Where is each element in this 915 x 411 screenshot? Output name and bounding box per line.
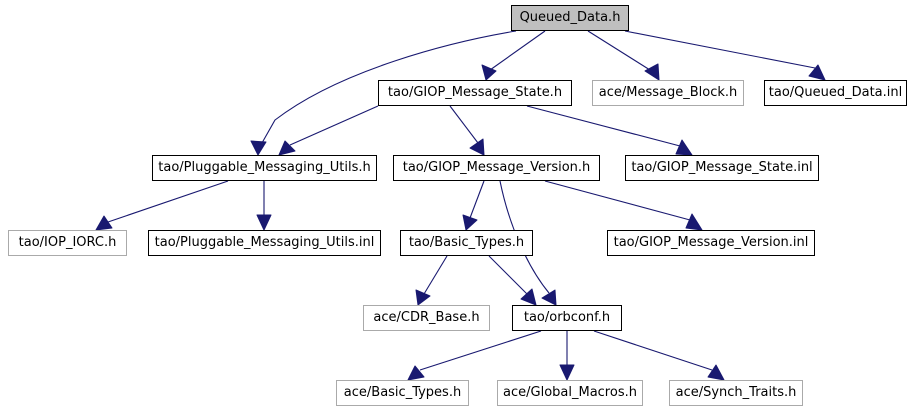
node-queued_data_h[interactable]: Queued_Data.h [511,5,629,31]
node-label-ace_global_macros_h: ace/Global_Macros.h [503,385,637,400]
edge-queued_data_h-to-ace_message_block_h [587,30,651,71]
edge-queued_data_h-to-queued_data_inl [624,30,816,69]
node-ace_basic_types_h[interactable]: ace/Basic_Types.h [336,380,469,406]
node-giop_message_version_inl[interactable]: tao/GIOP_Message_Version.inl [607,230,815,256]
arrowhead-giop_message_state_h [481,64,497,81]
node-label-ace_cdr_base_h: ace/CDR_Base.h [373,310,480,325]
node-label-pluggable_msg_utils_h: tao/Pluggable_Messaging_Utils.h [158,160,371,175]
edge-giop_message_state_h-to-pluggable_msg_utils_h [289,105,379,146]
node-label-giop_message_state_h: tao/GIOP_Message_State.h [387,85,563,100]
node-label-giop_message_version_inl: tao/GIOP_Message_Version.inl [613,235,809,250]
arrowhead-giop_message_version_h [469,138,485,156]
node-ace_message_block_h[interactable]: ace/Message_Block.h [592,80,744,106]
node-ace_cdr_base_h[interactable]: ace/CDR_Base.h [363,305,490,331]
edge-orbconf_h-to-ace_basic_types_h [419,330,542,371]
arrowhead-orbconf_h [541,289,557,306]
edge-queued_data_h-to-giop_message_state_h [489,30,546,71]
arrowhead-orbconf_h [520,288,537,306]
node-giop_message_state_h[interactable]: tao/GIOP_Message_State.h [378,80,572,106]
node-giop_message_version_h[interactable]: tao/GIOP_Message_Version.h [393,155,600,181]
arrowhead-basic_types_h [462,214,478,231]
arrowhead-ace_synch_traits_h [707,364,725,381]
arrowhead-ace_cdr_base_h [415,289,431,306]
edge-pluggable_msg_utils_h-to-iop_iorc_h [107,180,229,223]
arrowhead-pluggable_msg_utils_h [278,140,296,156]
node-queued_data_inl[interactable]: tao/Queued_Data.inl [764,80,907,106]
node-label-ace_basic_types_h: ace/Basic_Types.h [343,385,462,400]
arrowhead-ace_basic_types_h [407,365,425,381]
node-label-iop_iorc_h: tao/IOP_IORC.h [18,235,117,250]
arrowhead-giop_message_version_inl [685,213,703,231]
arrowhead-giop_message_state_inl [675,139,693,156]
edge-queued_data_h-to-pluggable_msg_utils_h [257,30,517,151]
node-label-queued_data_inl: tao/Queued_Data.inl [768,85,903,100]
node-label-giop_message_state_inl: tao/GIOP_Message_State.inl [631,160,813,175]
node-label-giop_message_version_h: tao/GIOP_Message_Version.h [402,160,591,175]
edge-giop_message_state_h-to-giop_message_version_h [449,105,479,144]
arrowhead-iop_iorc_h [95,215,113,231]
edge-giop_message_version_h-to-giop_message_version_inl [544,180,691,221]
edge-basic_types_h-to-orbconf_h [488,255,528,295]
edge-orbconf_h-to-ace_synch_traits_h [593,330,713,371]
node-orbconf_h[interactable]: tao/orbconf.h [512,305,622,331]
node-ace_global_macros_h[interactable]: ace/Global_Macros.h [497,380,643,406]
node-label-ace_message_block_h: ace/Message_Block.h [598,85,738,100]
arrowhead-ace_message_block_h [644,63,660,81]
arrowhead-queued_data_inl [808,64,826,81]
edge-giop_message_state_h-to-giop_message_state_inl [526,105,681,147]
arrowhead-pluggable_msg_utils_h [250,140,267,156]
node-label-pluggable_msg_utils_inl: tao/Pluggable_Messaging_Utils.inl [154,235,375,250]
edge-basic_types_h-to-ace_cdr_base_h [423,255,448,295]
node-ace_synch_traits_h[interactable]: ace/Synch_Traits.h [669,380,803,406]
node-label-basic_types_h: tao/Basic_Types.h [408,235,525,250]
node-label-queued_data_h: Queued_Data.h [519,10,621,25]
node-basic_types_h[interactable]: tao/Basic_Types.h [400,230,533,256]
node-iop_iorc_h[interactable]: tao/IOP_IORC.h [8,230,127,256]
arrowhead-ace_global_macros_h [559,364,575,381]
node-pluggable_msg_utils_inl[interactable]: tao/Pluggable_Messaging_Utils.inl [148,230,381,256]
edge-giop_message_version_h-to-basic_types_h [469,180,485,219]
node-label-ace_synch_traits_h: ace/Synch_Traits.h [675,385,797,400]
node-pluggable_msg_utils_h[interactable]: tao/Pluggable_Messaging_Utils.h [152,155,377,181]
arrowhead-pluggable_msg_utils_inl [256,214,272,231]
node-giop_message_state_inl[interactable]: tao/GIOP_Message_State.inl [625,155,819,181]
node-label-orbconf_h: tao/orbconf.h [523,310,611,325]
